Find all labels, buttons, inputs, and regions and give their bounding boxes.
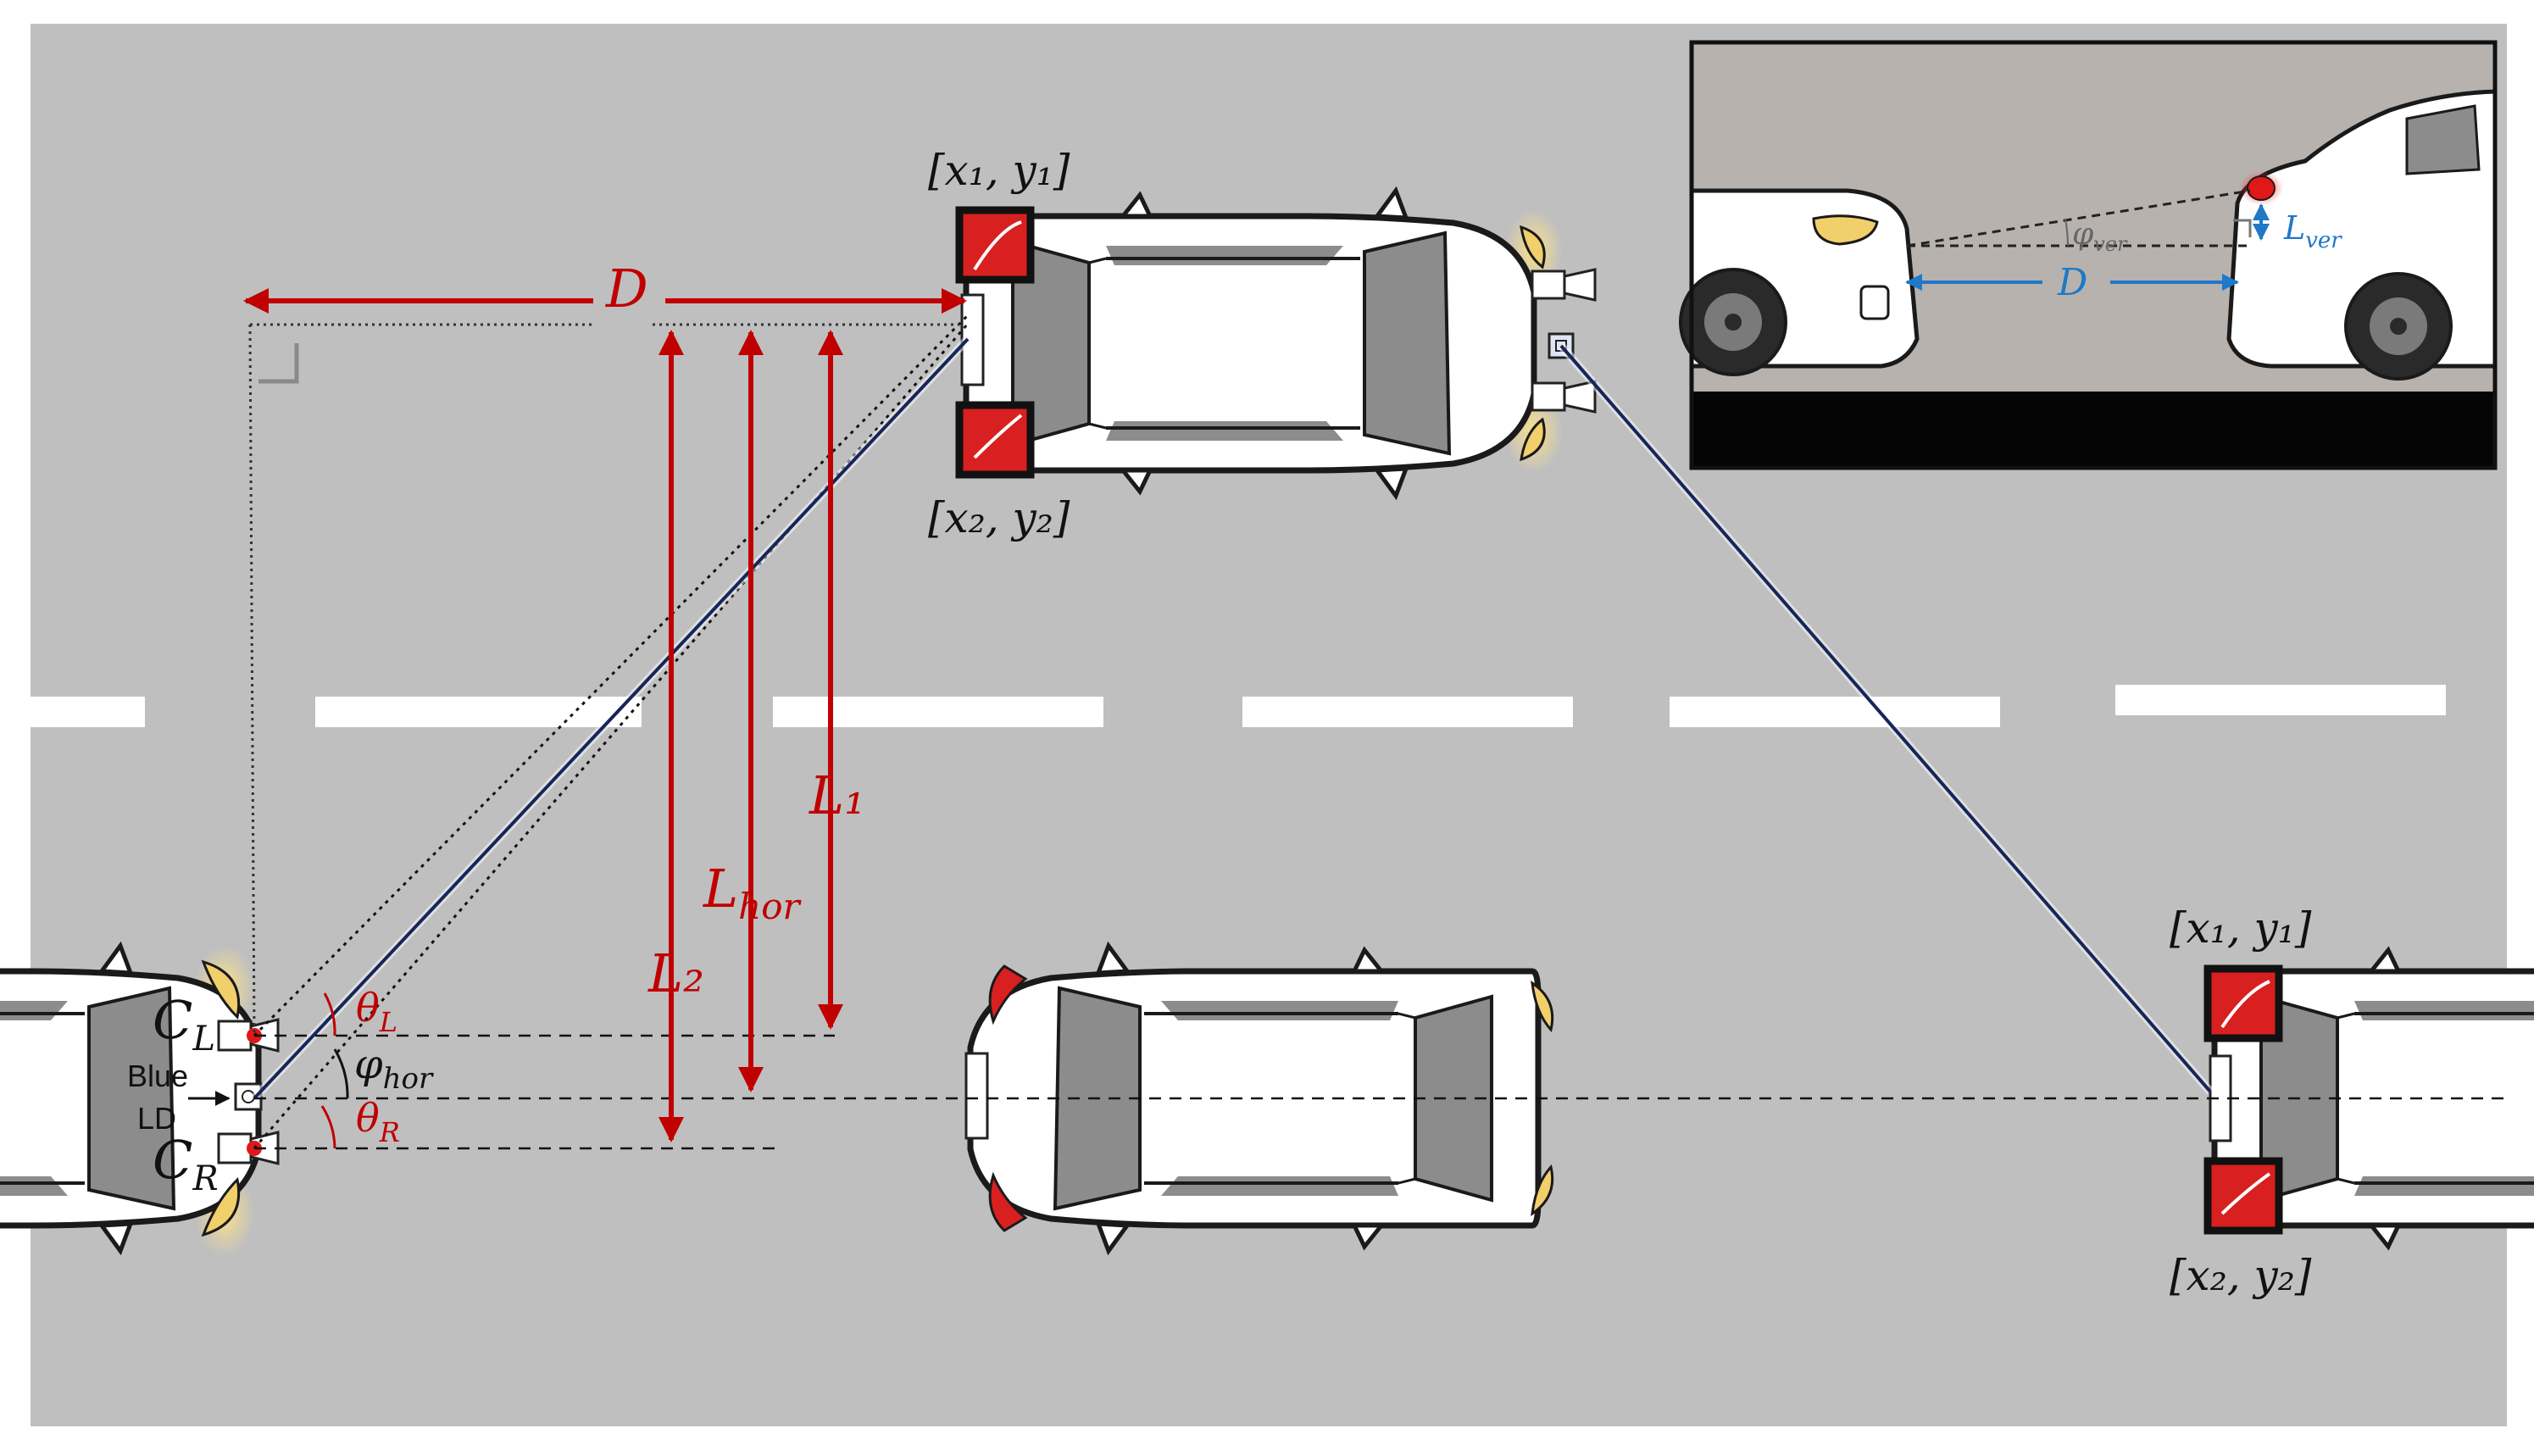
leading-car-top: [x₁, y₁] [x₂, y₂] [928, 146, 1597, 542]
inset-distance-D-label: D [2057, 261, 2087, 304]
lane-markings [31, 685, 2446, 727]
L1-label: L₁ [809, 764, 865, 826]
camera-left-label: CL [153, 989, 215, 1059]
L2-label: L₂ [647, 942, 704, 1004]
coord-label-top-2: [x₂, y₂] [928, 493, 1070, 542]
camera-icon [217, 1131, 280, 1165]
L-ver-label: Lver [2283, 209, 2342, 253]
camera-icon [1531, 380, 1597, 414]
camera-icon [217, 1018, 280, 1053]
theta-R-label: θR [356, 1095, 400, 1148]
phi-ver-label: φver [2072, 217, 2128, 256]
ld-label: LD [137, 1101, 176, 1136]
taillight-box-top-1 [955, 206, 1035, 284]
coord-label-top-1: [x₁, y₁] [928, 146, 1070, 195]
side-view-inset: φver Lver D [1679, 40, 2498, 470]
right-angle-marker [258, 343, 299, 384]
distance-D-label: D [605, 258, 648, 320]
middle-car [964, 946, 1554, 1251]
coord-label-right-1: [x₁, y₁] [2170, 903, 2312, 953]
projection-lines [248, 323, 959, 1036]
coord-label-right-2: [x₂, y₂] [2170, 1251, 2312, 1300]
theta-L-label: θL [356, 985, 397, 1038]
blue-label: Blue [127, 1059, 188, 1093]
phi-hor-label: φhor [354, 1041, 434, 1096]
dimension-arrows [243, 288, 967, 1142]
angle-arcs [320, 992, 349, 1149]
ego-car-left: CL Blue LD CR [0, 945, 280, 1256]
camera-icon [1531, 268, 1597, 302]
taillight-box-right-1 [2203, 964, 2283, 1042]
L-hor-label: Lhor [703, 858, 803, 927]
camera-right-label: CR [153, 1129, 219, 1198]
reference-lines [254, 1034, 2507, 1150]
taillight-box-top-2 [955, 401, 1035, 479]
sight-lines [251, 314, 2214, 1149]
